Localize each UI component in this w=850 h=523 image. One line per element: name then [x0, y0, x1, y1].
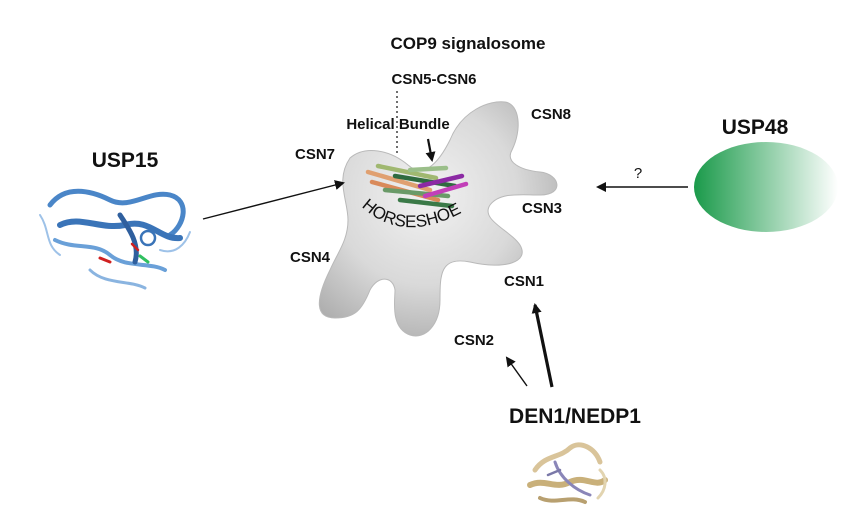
usp48-label: USP48 — [722, 116, 789, 139]
csn5-csn6-label: CSN5-CSN6 — [391, 71, 476, 88]
den1-structure-image — [527, 442, 608, 504]
usp48-ellipse — [694, 142, 838, 232]
den1-to-csn2-arrow — [505, 356, 528, 387]
helical-bundle-arrow — [425, 138, 436, 162]
helical-bundle-helices — [365, 163, 469, 209]
csn7-label: CSN7 — [295, 146, 335, 163]
den1-to-csn1-arrow — [531, 303, 554, 388]
csn3-label: CSN3 — [522, 200, 562, 217]
csn1-label: CSN1 — [504, 273, 544, 290]
csn2-label: CSN2 — [454, 332, 494, 349]
cop9-complex-density — [318, 101, 558, 337]
csn8-label: CSN8 — [531, 106, 571, 123]
usp15-arrow — [202, 180, 345, 220]
usp15-label: USP15 — [92, 149, 159, 172]
csn4-label: CSN4 — [290, 249, 331, 266]
den1-label: DEN1/NEDP1 — [509, 405, 641, 428]
usp48-question-mark: ? — [634, 165, 642, 182]
diagram-title: COP9 signalosome — [391, 34, 546, 53]
helical-bundle-label: Helical Bundle — [346, 116, 449, 133]
usp15-structure-image — [39, 188, 191, 290]
